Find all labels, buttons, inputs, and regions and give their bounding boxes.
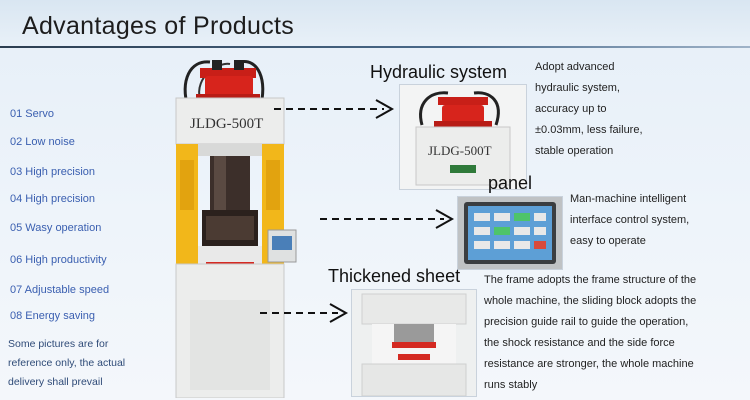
arrow-to-panel (320, 209, 455, 229)
hydraulic-system-description: Adopt advanced hydraulic system, accurac… (535, 61, 643, 157)
panel-description: Man-machine intelligent interface contro… (570, 193, 690, 247)
advantage-item-2: 02 Low noise (10, 136, 75, 148)
advantage-item-8: 08 Energy saving (10, 310, 95, 322)
hydraulic-system-photo: JLDG-500T (400, 85, 526, 189)
title-divider (0, 46, 750, 48)
advantage-item-5: 05 Wasy operation (10, 222, 102, 234)
thickened-sheet-photo (352, 290, 476, 396)
advantage-item-6: 06 High productivity (10, 254, 107, 266)
advantage-item-7: 07 Adjustable speed (10, 284, 110, 296)
machine-plate-label: JLDG-500T (190, 116, 263, 132)
hydraulic-plate-label: JLDG-500T (428, 143, 492, 158)
advantage-item-4: 04 High precision (10, 193, 95, 205)
advantage-item-1: 01 Servo (10, 108, 55, 120)
page-title: Advantages of Products (22, 12, 295, 40)
disclaimer-note: Some pictures are for reference only, th… (8, 338, 126, 388)
control-panel-photo (458, 197, 562, 269)
hydraulic-system-title: Hydraulic system (370, 62, 508, 82)
thickened-sheet-title: Thickened sheet (328, 266, 461, 286)
press-machine-image: JLDG-500T (175, 60, 297, 398)
arrow-to-hydraulic (274, 99, 395, 119)
header-band (0, 0, 750, 48)
advantage-item-3: 03 High precision (10, 166, 95, 178)
panel-title: panel (488, 173, 533, 193)
arrow-to-sheet (260, 303, 349, 323)
thickened-sheet-description: The frame adopts the frame structure of … (484, 274, 697, 391)
